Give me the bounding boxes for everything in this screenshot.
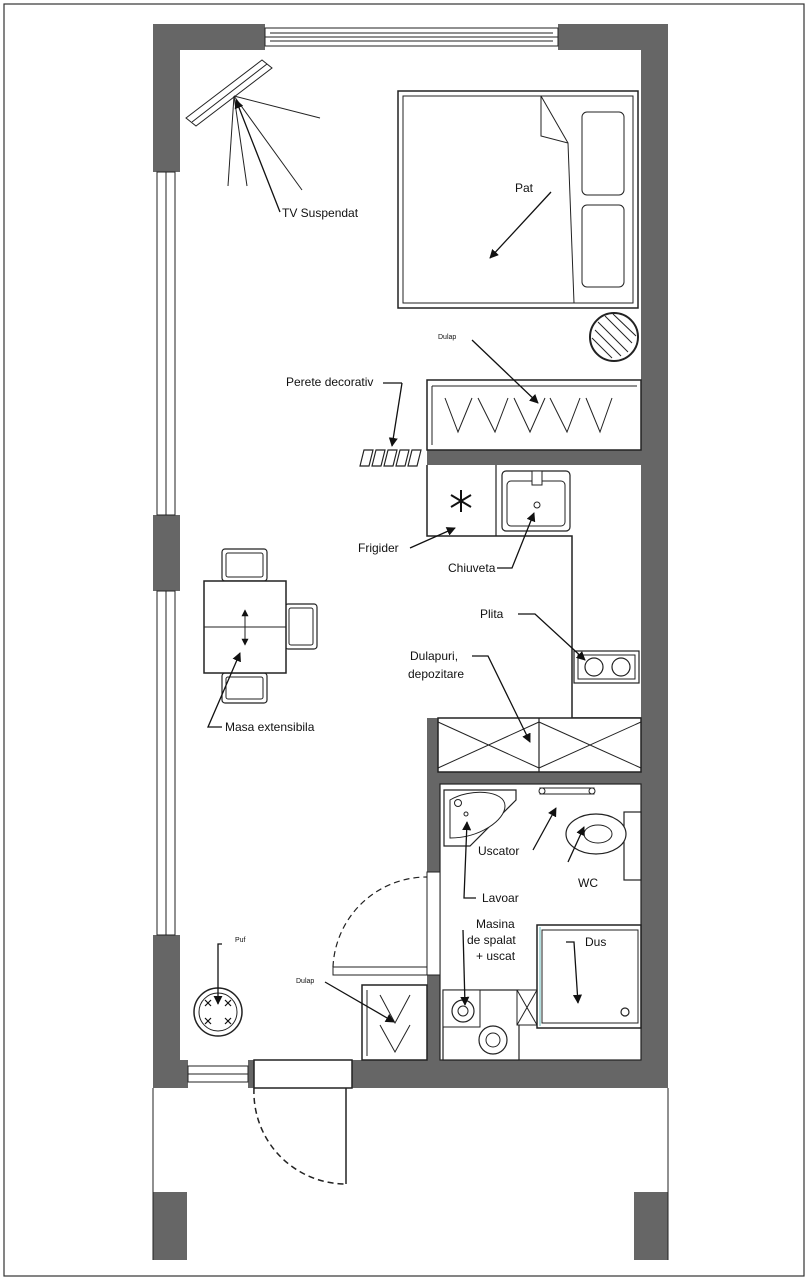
fridge-icon (450, 490, 472, 512)
page-frame (3, 3, 805, 1277)
wardrobe-bottom (324, 981, 428, 1061)
dryer-label: Uscator (478, 844, 519, 858)
fridge-label: Frigider (358, 541, 399, 555)
washing-machine-label-3: + uscat (476, 949, 516, 963)
window-top (264, 27, 559, 47)
towel-dryer-icon (538, 787, 596, 795)
tv-label: TV Suspendat (282, 206, 359, 220)
toilet-icon (565, 811, 642, 881)
plant-icon (589, 312, 639, 362)
window-left-upper (156, 171, 176, 516)
table-label: Masa extensibila (225, 720, 315, 734)
wardrobe-bottom-label: Dulap (296, 978, 314, 985)
pouf-label: Puf (235, 937, 246, 944)
tv-unit (185, 59, 321, 213)
washing-machine-icon (442, 989, 538, 1061)
decorative-wall-label: Perete decorativ (286, 375, 373, 389)
washbasin-icon (443, 789, 517, 847)
washbasin-label: Lavoar (482, 891, 519, 905)
dining-table (203, 548, 318, 728)
window-bottom (187, 1065, 249, 1083)
wardrobe-top (426, 339, 642, 451)
kitchen (409, 465, 642, 773)
storage-label-line2: depozitare (408, 667, 464, 681)
shower-icon (536, 924, 642, 1029)
bed-label: Pat (515, 181, 534, 195)
storage-label-line1: Dulapuri, (410, 649, 458, 663)
window-left-lower (156, 590, 176, 936)
bathroom-door (332, 871, 441, 976)
balcony-door (253, 1059, 353, 1185)
cooktop-icon (573, 650, 640, 684)
shower-label: Dus (585, 935, 606, 949)
washing-machine-label-2: de spalat (467, 933, 516, 947)
walls (153, 24, 668, 1260)
wardrobe-top-label: Dulap (438, 334, 456, 341)
bed (397, 90, 639, 309)
wc-label: WC (578, 876, 598, 890)
sink-icon (501, 470, 571, 532)
storage-cabinets (437, 717, 642, 773)
balcony (152, 1088, 669, 1260)
bathroom (332, 783, 642, 1061)
pouf-icon (193, 943, 243, 1037)
sink-label: Chiuveta (448, 561, 496, 575)
cooktop-label: Plita (480, 607, 504, 621)
decorative-wall (359, 382, 422, 467)
washing-machine-label-1: Masina (476, 917, 515, 931)
